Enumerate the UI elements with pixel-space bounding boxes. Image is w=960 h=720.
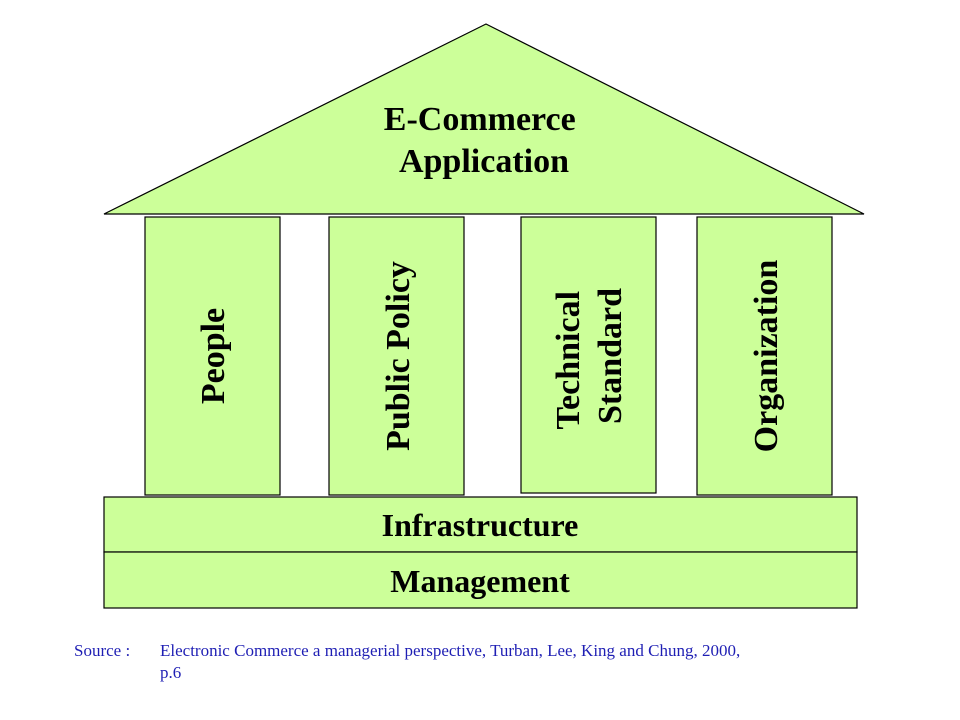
source-label: Source :	[74, 641, 131, 660]
pillar-people-label: People	[195, 308, 232, 404]
pillar-technical-standard-label: Technical Standard	[550, 282, 629, 429]
base-infrastructure-box	[103, 496, 858, 553]
roof-title-line-1: E-Commerce	[384, 101, 576, 138]
roof-title: E-Commerce Application	[384, 101, 584, 180]
pillar-technical-standard-box	[520, 216, 657, 494]
pillar-organization-label: Organization	[748, 260, 785, 453]
pillar-people-box	[144, 216, 281, 496]
base-infrastructure-label: Infrastructure	[382, 507, 579, 543]
pillar-organization-box	[696, 216, 833, 496]
roof-title-line-2: Application	[399, 143, 569, 180]
pillar-technical-standard: Technical Standard	[520, 216, 657, 494]
pillar-public-policy-box	[328, 216, 465, 496]
pillar-public-policy-label: Public Policy	[380, 261, 417, 451]
roof-triangle	[103, 23, 865, 215]
pillar-people: People	[144, 216, 281, 496]
source-continuation: p.6	[160, 663, 182, 682]
pillar-organization: Organization	[696, 216, 833, 496]
pillar-public-policy: Public Policy	[328, 216, 465, 496]
base-management-label: Management	[390, 563, 570, 599]
source-text: Electronic Commerce a managerial perspec…	[160, 641, 741, 660]
source-citation: Source : Electronic Commerce a managerial…	[74, 640, 904, 684]
base-management-box	[103, 551, 858, 609]
